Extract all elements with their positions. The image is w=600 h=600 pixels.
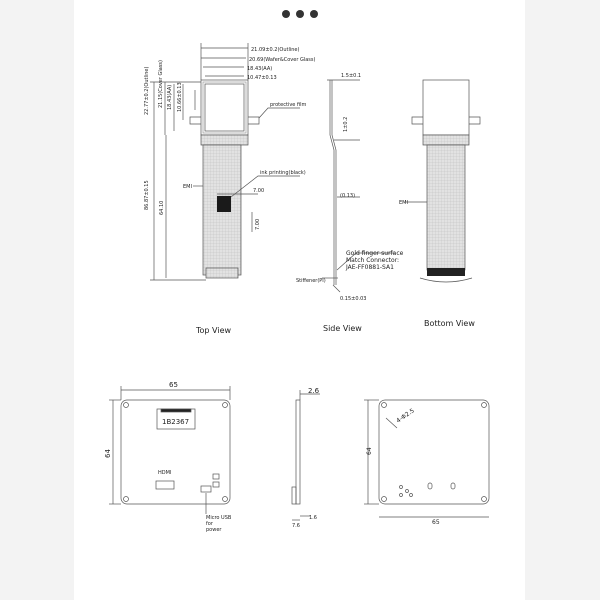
display-module-outline <box>200 79 249 136</box>
side-profile-inner <box>331 80 337 285</box>
gold-finger-leader <box>336 252 395 271</box>
mount-hole <box>381 496 387 502</box>
usb-label-1: Micro USB <box>206 515 232 521</box>
hdmi-label: HDMI <box>158 470 171 476</box>
pad <box>409 493 413 497</box>
emi-label-top: EMI <box>183 184 192 190</box>
flex-tail <box>205 267 239 279</box>
dim-total-length: 86.87±0.15 <box>144 180 150 210</box>
board-connector <box>160 408 192 413</box>
board-front <box>109 386 231 514</box>
dim-side-bottom: 1.6 <box>309 515 317 521</box>
slot <box>427 482 433 490</box>
micro-usb-port <box>200 485 212 493</box>
dim-aa-width: 18.43(AA) <box>247 66 272 72</box>
protective-film-leader <box>258 107 300 119</box>
bottom-view <box>405 79 481 283</box>
board-side-connector <box>291 486 297 505</box>
drawing-sheet <box>74 0 525 600</box>
connector-label: Match Connector: <box>346 257 399 264</box>
slot <box>450 482 456 490</box>
bottom-flex-cable <box>426 144 466 271</box>
component <box>212 481 220 488</box>
dim-side-thickness: 0.15±0.03 <box>340 296 366 302</box>
top-view-label: Top View <box>195 326 231 335</box>
dot <box>282 10 290 18</box>
emi-label-bottom: EMI <box>399 200 408 206</box>
board-side-pcb <box>295 399 301 505</box>
right-tab <box>248 116 260 125</box>
mount-hole <box>381 402 387 408</box>
dim-board-width: 65 <box>169 381 178 389</box>
pad <box>405 489 409 493</box>
dim-tolerance-width: 10.47±0.13 <box>247 75 277 81</box>
mount-hole <box>123 402 129 408</box>
gold-finger-label: Gold finger surface <box>346 250 404 257</box>
dot <box>310 10 318 18</box>
flex-neck <box>200 134 249 146</box>
side-profile <box>329 80 335 285</box>
dim-left-aa: 18.43(AA) <box>167 85 173 110</box>
component <box>212 473 220 480</box>
board-back <box>364 399 490 518</box>
mount-hole <box>222 402 228 408</box>
side-view <box>322 79 395 293</box>
protective-film-label: protective film <box>270 102 306 108</box>
ink-printing-leader <box>230 175 300 198</box>
dim-left-outline: 22.77±0.2(Outline) <box>144 67 150 115</box>
hole-label: 4-Φ2.5 <box>395 407 416 424</box>
bottom-right-tab <box>469 116 481 125</box>
pad <box>399 493 403 497</box>
dim-left-cover: 21.15(Cover Glass) <box>158 60 164 108</box>
bottom-stiffener-arc <box>419 277 473 283</box>
dim-board-height: 64 <box>104 449 112 458</box>
dim-chip-height: 7.00 <box>255 219 261 230</box>
stiffener-label: Stiffener(PI) <box>296 278 326 284</box>
dim-flex-length: 64.10 <box>159 201 165 215</box>
usb-label-3: power <box>206 527 222 533</box>
board-front-outline <box>120 399 231 505</box>
dim-side-top: 1.5±0.1 <box>341 73 361 79</box>
hdmi-port <box>155 480 175 490</box>
dim-side-base: 7.6 <box>292 523 300 529</box>
pad <box>399 485 403 489</box>
usb-label-2: for <box>206 521 214 527</box>
board-side <box>291 390 320 521</box>
dim-back-width: 65 <box>432 519 440 526</box>
dim-wafer-cover: 20.69(Wafer&Cover Glass) <box>249 57 316 63</box>
connector-part: JAE-FF0881-SA1 <box>345 264 394 271</box>
mount-hole <box>123 496 129 502</box>
dim-side-thickness-board: 2.6 <box>308 387 320 395</box>
bottom-left-tab <box>411 116 423 125</box>
mount-hole <box>481 402 487 408</box>
top-view <box>150 43 300 281</box>
ink-printing-area <box>217 196 231 212</box>
ink-printing-label: ink printing(black) <box>260 170 306 176</box>
more-options-icon[interactable] <box>282 10 318 18</box>
display-active-area <box>204 83 245 132</box>
dim-left-tolerance: 10.66±0.13 <box>177 82 183 112</box>
cover-glass <box>202 81 247 134</box>
dot <box>296 10 304 18</box>
board-back-outline <box>378 399 490 505</box>
hole-leader <box>385 417 398 429</box>
dim-outline-width: 21.09±0.2(Outline) <box>251 47 299 53</box>
bottom-connector <box>427 268 465 276</box>
chip-label: 1B2367 <box>162 418 189 426</box>
bottom-flex-neck <box>422 134 470 146</box>
dim-side-mid: 1±0.2 <box>343 117 349 132</box>
left-tab <box>189 116 201 125</box>
dim-back-height: 64 <box>366 447 373 455</box>
side-view-label: Side View <box>323 324 362 333</box>
dim-chip-width: 7.00 <box>253 188 264 194</box>
dim-side-flex: (0.13) <box>340 193 355 199</box>
bottom-view-label: Bottom View <box>424 319 475 328</box>
mount-hole <box>222 496 228 502</box>
bottom-display-outline <box>422 79 470 136</box>
mount-hole <box>481 496 487 502</box>
